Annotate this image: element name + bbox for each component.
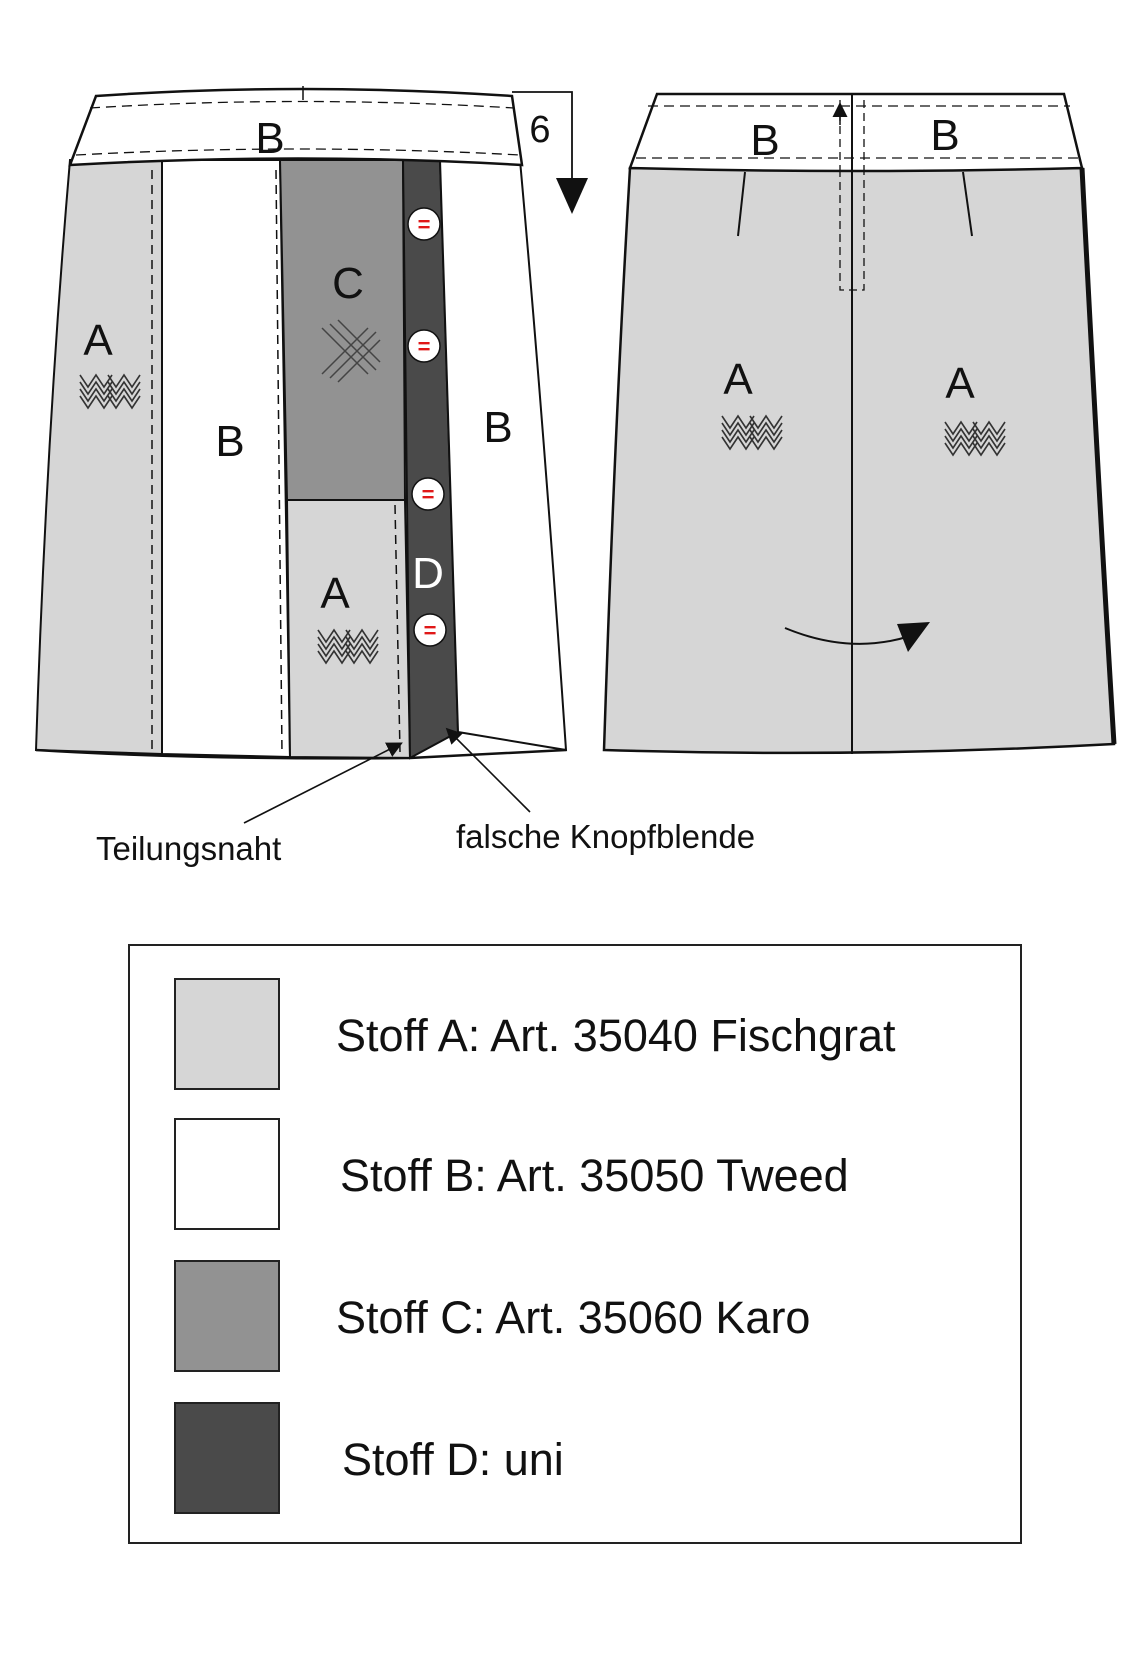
legend-item-stoff-a: Stoff A: Art. 35040 Fischgrat (174, 978, 984, 1090)
front-panel-b-left-label: B (215, 417, 244, 466)
legend-label-stoff-c: Stoff C: Art. 35060 Karo (336, 1292, 811, 1343)
waistband-measure-arrow-icon (556, 178, 588, 214)
button-icon: = (413, 613, 447, 647)
swatch-stoff-d (174, 1402, 280, 1514)
svg-text:=: = (418, 212, 431, 237)
front-waistband-label: B (255, 114, 284, 163)
front-panel-a-left (34, 159, 163, 756)
back-panel-a-right-label: A (945, 359, 975, 408)
swatch-stoff-a (174, 978, 280, 1090)
knopfblende-leader (445, 727, 531, 813)
front-panel-b-right (438, 159, 568, 752)
back-panel-a-left-label: A (723, 355, 753, 404)
legend-label-stoff-b: Stoff B: Art. 35050 Tweed (340, 1150, 849, 1201)
check-pattern-icon (321, 319, 381, 383)
legend-item-stoff-c: Stoff C: Art. 35060 Karo (174, 1260, 984, 1372)
front-panel-c (278, 159, 407, 501)
svg-text:=: = (418, 334, 431, 359)
button-icon: = (411, 477, 445, 511)
swatch-stoff-c (174, 1260, 280, 1372)
front-panel-a-left-label: A (83, 316, 113, 365)
back-skirt: B B A A (602, 92, 1117, 755)
back-skirt-body (602, 166, 1116, 755)
front-skirt: = = = = B 6 A B C A D B (34, 86, 588, 760)
teilungsnaht-leader (243, 742, 403, 824)
fabric-legend: Stoff A: Art. 35040 Fischgrat Stoff B: A… (128, 944, 1022, 1544)
zipper-outline (839, 99, 865, 291)
front-panel-b-right-label: B (483, 403, 512, 452)
back-waistband (628, 92, 1084, 173)
overlap-arrow-icon (784, 627, 911, 645)
front-panel-c-label: C (332, 259, 364, 308)
svg-text:=: = (424, 618, 437, 643)
waistband-measure-label: 6 (529, 109, 550, 151)
front-panel-d-label: D (412, 549, 444, 598)
callout-falsche-knopfblende: falsche Knopfblende (456, 818, 756, 855)
legend-item-stoff-d: Stoff D: uni (174, 1402, 984, 1514)
svg-text:=: = (422, 482, 435, 507)
legend-label-stoff-a: Stoff A: Art. 35040 Fischgrat (336, 1010, 896, 1061)
front-panel-a-lower-label: A (320, 569, 350, 618)
swatch-stoff-b (174, 1118, 280, 1230)
button-icon: = (407, 329, 441, 363)
front-waistband (68, 87, 524, 167)
legend-item-stoff-b: Stoff B: Art. 35050 Tweed (174, 1118, 984, 1230)
skirt-technical-drawing: = = = = B 6 A B C A D B (34, 86, 1117, 824)
back-waistband-right-label: B (930, 111, 959, 160)
front-panel-a-lower (285, 499, 412, 760)
button-icon: = (407, 207, 441, 241)
callout-teilungsnaht: Teilungsnaht (96, 830, 282, 867)
back-waistband-left-label: B (750, 116, 779, 165)
legend-label-stoff-d: Stoff D: uni (342, 1434, 564, 1485)
